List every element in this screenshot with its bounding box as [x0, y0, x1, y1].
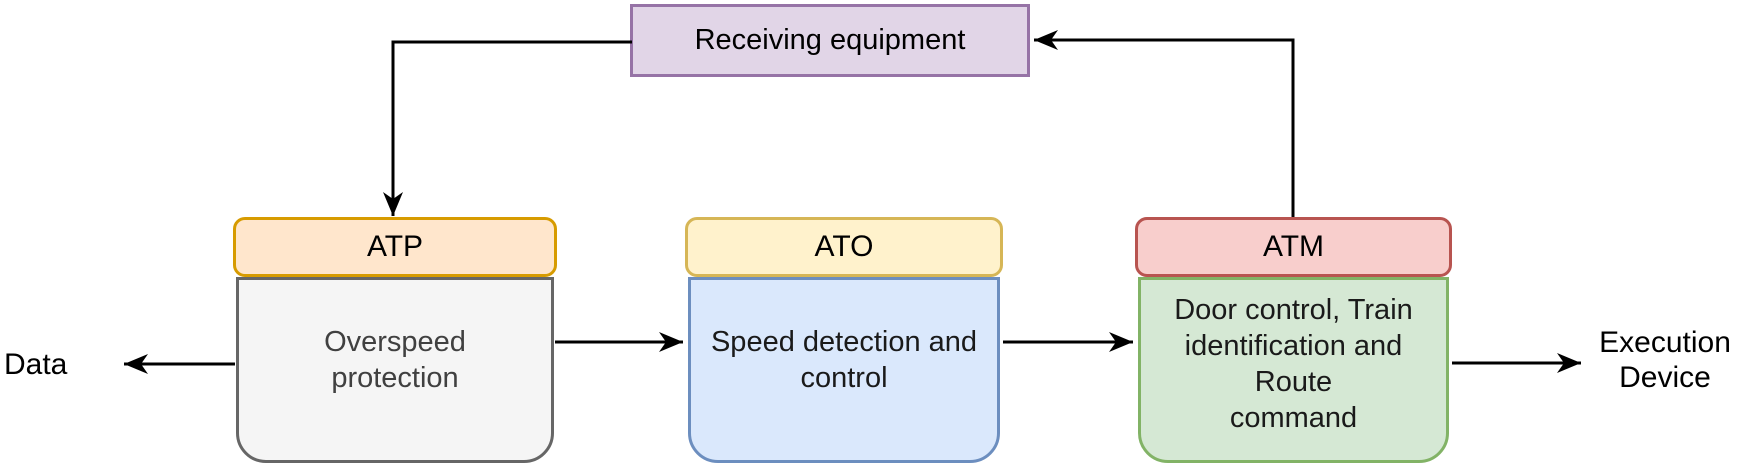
node-atp-body: Overspeed protection	[236, 277, 554, 463]
arrow-atm-to-receiving	[1034, 30, 1295, 217]
node-atp-title: ATP	[366, 230, 424, 263]
node-ato: ATO Speed detection and control	[685, 217, 1003, 463]
node-ato-body: Speed detection and control	[688, 277, 1000, 463]
node-ato-header: ATO	[685, 217, 1003, 277]
node-receiving-label: Receiving equipment	[694, 24, 966, 56]
node-atm-body: Door control, Train identification and R…	[1138, 277, 1449, 463]
node-ato-body-text: Speed detection and control	[710, 325, 978, 394]
node-atm-header: ATM	[1135, 217, 1452, 277]
node-atm-body-text: Door control, Train identification and R…	[1174, 294, 1413, 434]
node-atp: ATP Overspeed protection	[233, 217, 557, 463]
node-atp-header: ATP	[233, 217, 557, 277]
node-receiving-equipment: Receiving equipment	[630, 4, 1030, 77]
node-ato-title: ATO	[814, 230, 874, 263]
node-atp-body-text: Overspeed protection	[324, 325, 466, 394]
arrow-receiving-to-atp	[383, 40, 632, 216]
label-execution-device: Execution Device	[1599, 326, 1731, 394]
node-atm-title: ATM	[1262, 230, 1325, 263]
label-data: Data	[4, 348, 68, 381]
node-atm: ATM Door control, Train identification a…	[1135, 217, 1452, 463]
